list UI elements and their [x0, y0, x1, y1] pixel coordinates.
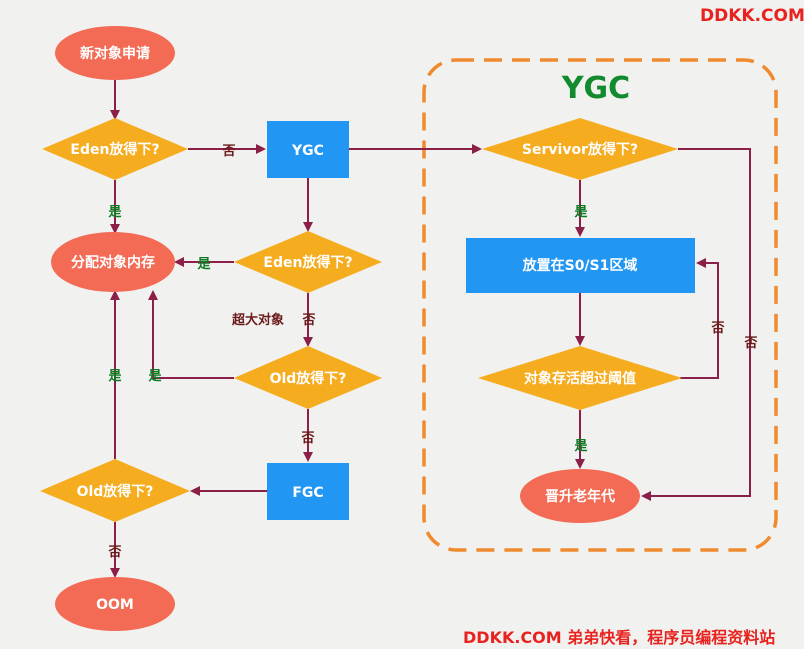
- node-ygc-label: YGC: [291, 143, 324, 159]
- node-survivor-check-label: Servivor放得下?: [522, 141, 638, 158]
- watermark-bottom: DDKK.COM 弟弟快看，程序员编程资料站: [463, 628, 775, 647]
- node-new-object-label: 新对象申请: [80, 45, 150, 62]
- edge-label-old-yes: 是: [147, 369, 162, 384]
- node-old-check-2-label: Old放得下?: [77, 483, 154, 500]
- node-threshold-check-label: 对象存活超过阈值: [524, 370, 636, 387]
- node-place-s0s1: [466, 238, 695, 293]
- edge-label-eden2-no: 否: [301, 313, 315, 328]
- ygc-region: [422, 58, 778, 552]
- edge-threshold-no-to-place: [680, 258, 719, 379]
- node-promote-old: [520, 469, 640, 523]
- node-eden-check-2-label: Eden放得下?: [263, 254, 352, 271]
- edge-label-old2-yes: 是: [107, 369, 122, 384]
- edge-label-survivor-no: 否: [743, 336, 757, 351]
- node-oom-label: OOM: [96, 597, 134, 613]
- node-promote-old-label: 晋升老年代: [545, 488, 615, 505]
- node-old-check: [234, 346, 382, 409]
- node-ygc: [267, 121, 349, 178]
- node-eden-check-2: [234, 231, 382, 293]
- node-threshold-check: [478, 346, 682, 410]
- node-oom: [55, 577, 175, 631]
- node-old-check-label: Old放得下?: [270, 370, 347, 387]
- edge-label-threshold-no: 否: [710, 321, 724, 336]
- node-place-s0s1-label: 放置在S0/S1区域: [522, 257, 638, 274]
- ygc-region-title: YGC: [561, 71, 630, 106]
- edge-label-eden-no: 否: [221, 144, 235, 159]
- node-fgc: [267, 463, 349, 520]
- edge-label-eden-yes: 是: [107, 205, 122, 220]
- node-new-object: [55, 26, 175, 80]
- node-eden-check: [42, 118, 188, 180]
- edge-survivor-no-to-promote: [641, 148, 751, 501]
- edge-label-large-object: 超大对象: [232, 312, 284, 328]
- node-fgc-label: FGC: [292, 485, 323, 501]
- node-allocate-label: 分配对象内存: [71, 254, 155, 271]
- node-allocate: [51, 232, 175, 292]
- edge-label-threshold-yes: 是: [573, 439, 588, 454]
- node-old-check-2: [40, 459, 190, 522]
- watermark-top: DDKK.COM: [700, 6, 804, 26]
- node-survivor-check: [482, 118, 678, 180]
- edge-label-old-no: 否: [300, 431, 314, 446]
- edge-label-survivor-yes: 是: [573, 205, 588, 220]
- edge-label-old2-no: 否: [107, 545, 121, 560]
- edge-old-yes-to-allocate: [148, 290, 234, 379]
- edge-label-eden2-yes: 是: [196, 257, 211, 272]
- node-eden-check-label: Eden放得下?: [70, 141, 159, 158]
